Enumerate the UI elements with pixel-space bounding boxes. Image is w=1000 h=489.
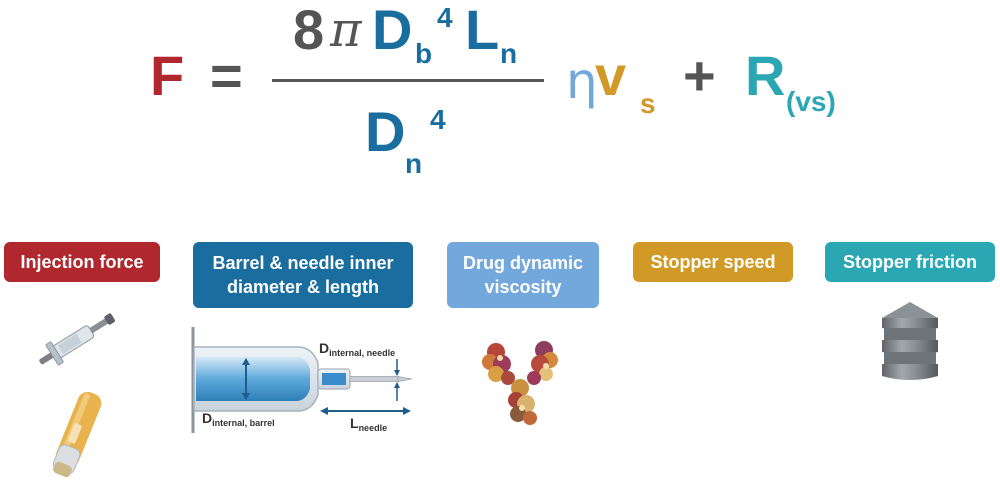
formula-friction-sub: (vs) — [786, 86, 836, 117]
formula-equals-sign: = — [210, 44, 243, 107]
label-stopper-friction: Stopper friction — [825, 242, 995, 282]
formula-exponent: 4 — [437, 2, 453, 33]
formula-needle-diameter: D — [365, 100, 406, 163]
formula-force-symbol: F — [150, 44, 185, 107]
formula-coefficient: 8 — [293, 0, 325, 61]
label-injection-force-text: Injection force — [20, 252, 144, 272]
formula-viscosity-eta: η — [566, 52, 598, 110]
autoinjector-icon — [52, 391, 102, 478]
barrel-needle-diagram: Dinternal, needle Dinternal, barrel Lnee… — [191, 327, 413, 433]
formula-needle-length: L — [465, 0, 500, 61]
label-viscosity-line1: Drug dynamic — [462, 253, 584, 273]
formula-barrel-sub: b — [415, 38, 433, 69]
formula-friction-r: R — [745, 44, 786, 107]
label-barrel-needle-line1: Barrel & needle inner — [212, 253, 394, 273]
formula-needle-sub: n — [500, 38, 518, 69]
label-injection-force: Injection force — [4, 242, 160, 282]
syringe-icon — [39, 313, 115, 366]
d-internal-barrel-label: Dinternal, barrel — [202, 410, 275, 428]
label-stopper-speed-text: Stopper speed — [650, 252, 776, 272]
formula-stopper-speed-v: v — [595, 44, 627, 107]
label-stopper-speed: Stopper speed — [633, 242, 793, 282]
label-barrel-needle: Barrel & needle inner diameter & length — [193, 242, 413, 308]
formula-denominator-exponent: 4 — [430, 104, 446, 135]
formula-barrel-diameter: D — [372, 0, 413, 61]
antibody-molecule-icon — [482, 341, 558, 425]
rubber-stopper-icon — [882, 302, 938, 380]
formula-denominator-sub: n — [405, 148, 423, 179]
l-needle-label: Lneedle — [350, 415, 387, 433]
formula-fraction-bar — [272, 79, 544, 82]
formula-plus-sign: + — [683, 44, 716, 107]
label-stopper-friction-text: Stopper friction — [843, 252, 977, 272]
d-internal-needle-label: Dinternal, needle — [319, 340, 395, 358]
label-barrel-needle-line2: diameter & length — [226, 277, 380, 297]
label-viscosity-line2: viscosity — [484, 277, 562, 297]
formula-speed-sub: s — [640, 88, 656, 119]
formula-pi: π — [330, 2, 362, 58]
label-viscosity: Drug dynamic viscosity — [447, 242, 599, 308]
